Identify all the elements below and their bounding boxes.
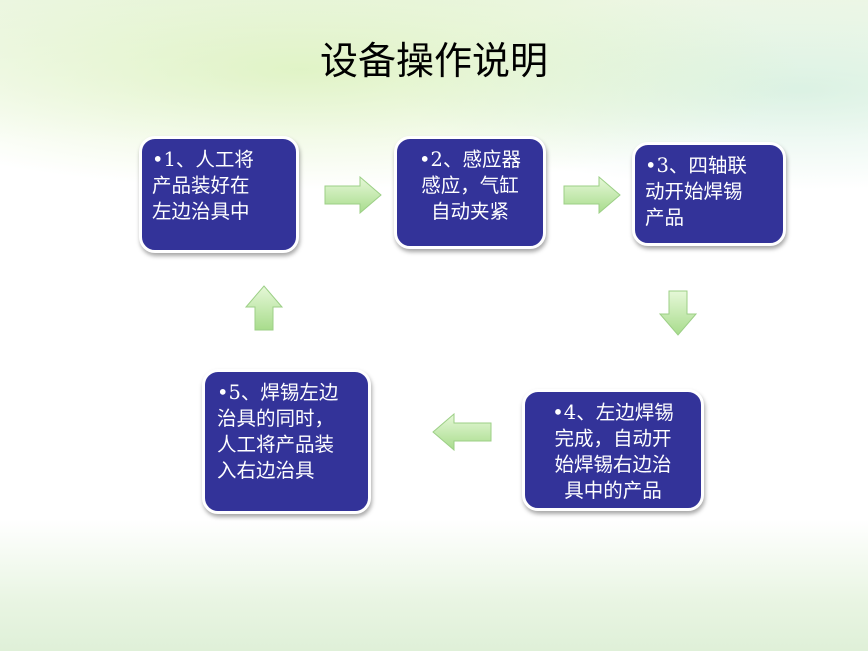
step-3-box: •3、四轴联 动开始焊锡 产品 — [632, 142, 786, 246]
arrow-right-icon — [324, 176, 382, 214]
step-4-box: •4、左边焊锡 完成，自动开 始焊锡右边治 具中的产品 — [522, 389, 704, 511]
step-4-line: 具中的产品 — [564, 479, 662, 502]
step-4-line: 始焊锡右边治 — [554, 453, 672, 476]
step-2-box: •2、感应器 感应，气缸 自动夹紧 — [394, 136, 546, 249]
step-2-line: 感应，气缸 — [421, 174, 519, 197]
step-1-box: •1、人工将 产品装好在 左边治具中 — [139, 136, 299, 253]
step-3-line: •3、四轴联 — [645, 154, 747, 177]
arrow-up-icon — [245, 285, 283, 331]
step-3-line: 动开始焊锡 — [645, 180, 743, 203]
arrow-right-icon — [563, 176, 621, 214]
step-3-line: 产品 — [645, 206, 685, 229]
arrow-left-icon — [432, 413, 492, 451]
step-5-line: 治具的同时， — [217, 407, 335, 430]
step-4-line: •4、左边焊锡 — [552, 401, 674, 424]
step-1-line: 左边治具中 — [152, 200, 250, 223]
step-4-line: 完成，自动开 — [554, 427, 672, 450]
step-5-line: 入右边治具 — [217, 459, 315, 482]
step-5-line: •5、焊锡左边 — [217, 381, 339, 404]
step-1-line: 产品装好在 — [152, 174, 250, 197]
step-5-box: •5、焊锡左边 治具的同时， 人工将产品装 入右边治具 — [202, 369, 371, 514]
step-2-line: •2、感应器 — [419, 148, 521, 171]
step-2-line: 自动夹紧 — [430, 200, 509, 223]
arrow-down-icon — [659, 290, 697, 336]
step-1-line: •1、人工将 — [152, 148, 254, 171]
slide-title: 设备操作说明 — [319, 39, 548, 83]
step-5-line: 人工将产品装 — [217, 433, 335, 456]
